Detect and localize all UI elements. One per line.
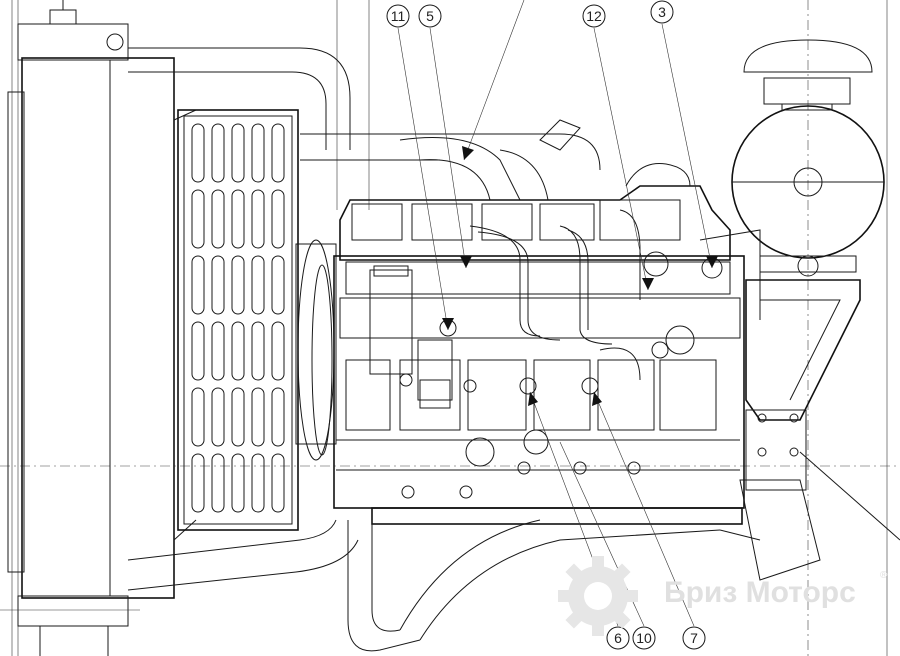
- callout-12: 12: [582, 4, 606, 28]
- air-cleaner: [731, 39, 885, 277]
- grille-slot: [251, 255, 265, 315]
- grille-slot: [271, 321, 285, 381]
- grille-slot: [251, 189, 265, 249]
- svg-text:5: 5: [426, 8, 434, 24]
- grille-slot: [231, 189, 245, 249]
- svg-text:10: 10: [636, 630, 652, 646]
- radiator: [0, 0, 197, 656]
- callout-3: 3: [650, 0, 674, 24]
- svg-text:6: 6: [614, 630, 622, 646]
- fan-grille-slots: [191, 123, 285, 513]
- watermark-registered: ®: [880, 570, 888, 581]
- callout-10: 10: [632, 626, 656, 650]
- engine-block: [333, 229, 761, 525]
- grille-slot: [191, 453, 205, 513]
- arrowheads: [442, 146, 718, 406]
- gear-logo-icon: [558, 556, 638, 636]
- fuel-lines: [469, 209, 641, 345]
- side-bracket: [739, 279, 900, 581]
- fan-hub: [295, 239, 337, 461]
- fan-guard: [177, 109, 299, 531]
- callout-11: 11: [386, 4, 410, 28]
- grille-slot: [191, 189, 205, 249]
- callout-6: 6: [606, 626, 630, 650]
- callout-5: 5: [418, 4, 442, 28]
- grille-slot: [211, 255, 225, 315]
- grille-slot: [251, 321, 265, 381]
- grille-slot: [211, 453, 225, 513]
- grille-slot: [251, 453, 265, 513]
- grille-slot: [231, 255, 245, 315]
- upper-pipes: [128, 47, 601, 201]
- grille-slot: [231, 387, 245, 447]
- callout-7: 7: [682, 626, 706, 650]
- grille-slot: [191, 123, 205, 183]
- grille-slot: [191, 321, 205, 381]
- watermark: Бриз Моторс ®: [558, 556, 888, 636]
- engine-top: [339, 162, 731, 261]
- grille-slot: [211, 189, 225, 249]
- svg-text:12: 12: [586, 8, 602, 24]
- grille-slot: [271, 123, 285, 183]
- grille-slot: [251, 123, 265, 183]
- grille-slot: [231, 453, 245, 513]
- watermark-brand: Бриз Моторс: [664, 576, 856, 609]
- grille-slot: [271, 387, 285, 447]
- svg-text:3: 3: [658, 4, 666, 20]
- grille-slot: [271, 255, 285, 315]
- grille-slot: [231, 321, 245, 381]
- lower-pipe: [127, 519, 761, 652]
- grille-slot: [251, 387, 265, 447]
- grille-slot: [231, 123, 245, 183]
- leader-lines: [397, 0, 713, 627]
- grille-slot: [211, 387, 225, 447]
- grille-slot: [211, 321, 225, 381]
- svg-text:7: 7: [690, 630, 698, 646]
- grille-slot: [271, 189, 285, 249]
- grille-slot: [271, 453, 285, 513]
- svg-text:11: 11: [391, 8, 406, 24]
- grille-slot: [191, 255, 205, 315]
- grille-slot: [211, 123, 225, 183]
- grille-slot: [191, 387, 205, 447]
